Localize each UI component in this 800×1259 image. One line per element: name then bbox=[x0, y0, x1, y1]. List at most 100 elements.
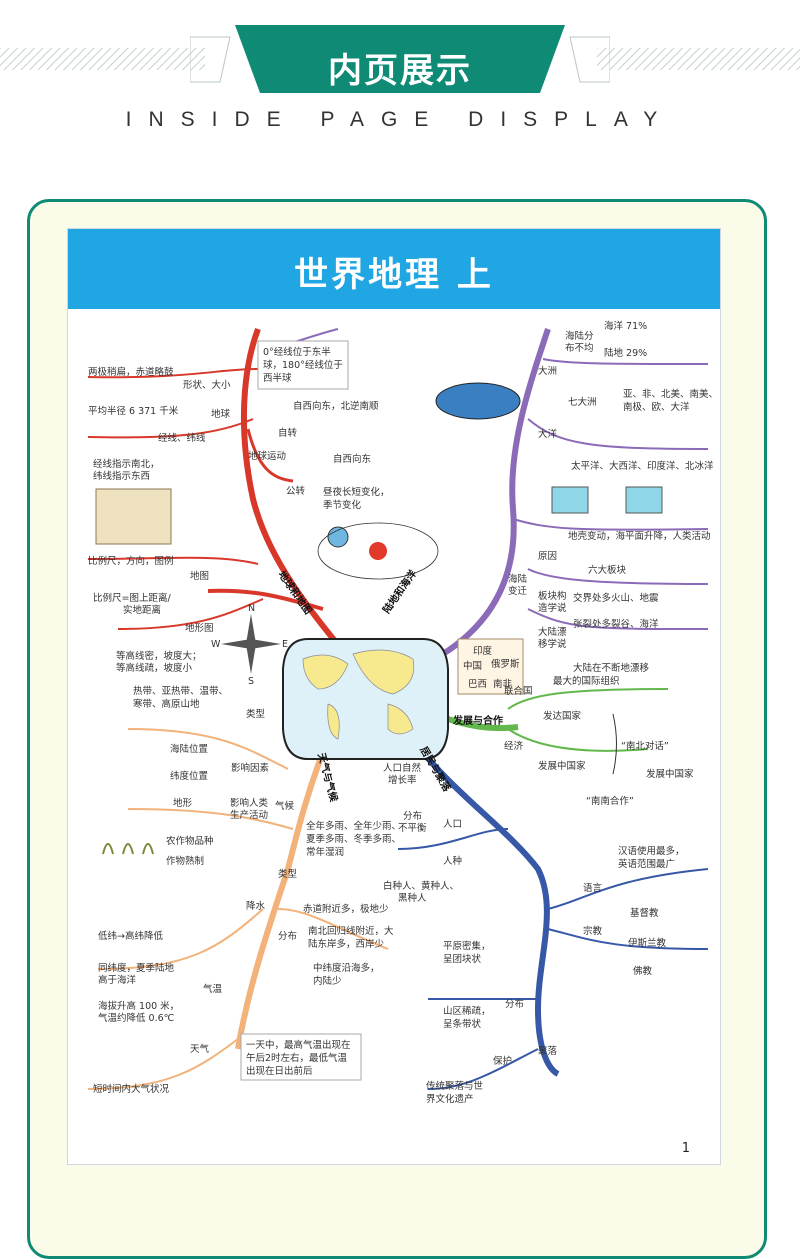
climate-types-1: 热带、亚热带、温带、 bbox=[133, 685, 228, 697]
earth-lines: 经线、纬线 bbox=[158, 432, 206, 444]
tropic-2: 陆东岸多，西岸少 bbox=[308, 938, 385, 950]
right-hatch-decoration bbox=[597, 48, 800, 70]
earth-rotation: 自转 bbox=[278, 427, 298, 439]
mountain-2: 呈条带状 bbox=[443, 1018, 482, 1030]
seven-detail-2: 南极、欧、大洋 bbox=[623, 401, 690, 413]
temp-callout-box bbox=[240, 1033, 362, 1081]
drift-detail: 大陆在不断地漂移 bbox=[573, 662, 650, 674]
continental-drift-icon-a bbox=[551, 486, 589, 514]
terrain-map-node: 地形图 bbox=[185, 622, 214, 634]
earth-lines-detail-1: 经线指示南北， bbox=[93, 458, 160, 470]
contour-1: 等高线密，坡度大； bbox=[116, 650, 202, 662]
map-elements: 比例尺，方向，图例 bbox=[88, 555, 174, 567]
land-sea-branch-line bbox=[441, 328, 551, 657]
midlat-2: 内陆少 bbox=[313, 975, 342, 987]
tropic-1: 南北回归线附近，大 bbox=[308, 925, 394, 937]
plate-india: 印度 bbox=[473, 645, 493, 657]
land-sea-branch-label: 陆地和海洋 bbox=[380, 567, 419, 615]
six-plates: 六大板块 bbox=[588, 564, 627, 576]
left-hatch-decoration bbox=[0, 48, 205, 70]
race-detail-1: 白种人、黄种人、 bbox=[383, 880, 459, 892]
oceans-node: 大洋 bbox=[538, 428, 558, 440]
earth-shape-detail: 两极稍扁，赤道略鼓 bbox=[88, 366, 174, 378]
precip-types-2: 夏季多雨、冬季多雨、 bbox=[306, 833, 401, 845]
plate-china: 中国 bbox=[463, 660, 482, 672]
population-branch-line bbox=[410, 737, 560, 1077]
earth-revolution-effect-2: 季节变化 bbox=[323, 499, 362, 511]
earth-rotation-detail: 自西向东，北逆南顺 bbox=[293, 400, 379, 412]
terrain: 地形 bbox=[173, 797, 193, 809]
drift-1: 大陆漂 bbox=[538, 626, 567, 638]
plain-2: 呈团块状 bbox=[443, 953, 482, 965]
buddhism: 佛教 bbox=[633, 965, 653, 977]
earth-revolution-effect-1: 昼夜长短变化， bbox=[323, 486, 390, 498]
page-title: 世界地理 上 bbox=[294, 255, 494, 295]
mind-map: 地球和地图 陆地和海洋 发展与合作 居民与聚落 天气与气候 两极稍扁，赤道略鼓 … bbox=[87, 320, 718, 1105]
islam: 伊斯兰教 bbox=[628, 937, 667, 949]
temp-alt-1: 海拔升高 100 米， bbox=[98, 1000, 179, 1012]
heritage-1: 传统聚落与世 bbox=[426, 1080, 484, 1092]
plate-boundary: 交界处多火山、地震 bbox=[573, 592, 659, 604]
precip-dist: 分布 bbox=[278, 930, 297, 942]
globe-ocean-icon bbox=[435, 382, 521, 420]
plate-crack: 张裂处多裂谷、海洋 bbox=[573, 618, 659, 630]
world-map-icon bbox=[282, 638, 449, 760]
plate-map-icon: 印度 中国 俄罗斯 巴西 南非 bbox=[457, 638, 524, 695]
population: 人口 bbox=[443, 819, 462, 830]
weather: 天气 bbox=[190, 1043, 210, 1055]
factors: 影响因素 bbox=[231, 762, 270, 774]
map-scale-2: 实地距离 bbox=[123, 604, 161, 616]
crops: 农作物品种 bbox=[166, 835, 214, 847]
compass-w: W bbox=[211, 639, 221, 650]
earth-radius: 平均半径 6 371 千米 bbox=[88, 405, 179, 417]
developed: 发达国家 bbox=[543, 710, 582, 722]
seven-detail-1: 亚、非、北美、南美、 bbox=[623, 388, 718, 400]
temp-lat: 低纬→高纬降低 bbox=[98, 930, 163, 942]
development-branch-label: 发展与合作 bbox=[452, 714, 503, 727]
language-detail-1: 汉语使用最多， bbox=[618, 845, 685, 857]
map-scale-1: 比例尺=图上距离/ bbox=[93, 592, 171, 604]
human-1: 影响人类 bbox=[230, 797, 269, 809]
distribution-2: 布不均 bbox=[565, 342, 594, 354]
plate-brazil: 巴西 bbox=[468, 679, 487, 690]
language: 语言 bbox=[583, 882, 603, 894]
change-2: 变迁 bbox=[508, 585, 528, 597]
seven-continents: 七大洲 bbox=[568, 396, 597, 408]
distribution: 分布 bbox=[505, 998, 524, 1010]
developing2: 发展中国家 bbox=[646, 768, 694, 780]
change-cause: 原因 bbox=[538, 551, 557, 562]
terrain-map-picture bbox=[95, 488, 172, 545]
temperature: 气温 bbox=[203, 983, 223, 995]
map-node: 地图 bbox=[190, 570, 209, 582]
continental-drift-icon-b bbox=[625, 486, 663, 514]
temp-sea-2: 高于海洋 bbox=[98, 974, 137, 986]
equator: 赤道附近多，极地少 bbox=[303, 903, 389, 915]
earth-globe-icon bbox=[327, 526, 349, 548]
earth-callout-2: 球，180°经线位于 bbox=[263, 359, 343, 371]
plate-south-africa: 南非 bbox=[493, 678, 513, 690]
map-branch-line bbox=[207, 588, 324, 611]
climate-types: 类型 bbox=[246, 708, 266, 720]
distribution-1: 海陆分 bbox=[565, 330, 594, 342]
north-south: “南北对话” bbox=[621, 740, 669, 752]
temp-callout-1: 一天中，最高气温出现在 bbox=[246, 1039, 351, 1051]
race: 人种 bbox=[443, 855, 462, 867]
change-1: 海陆 bbox=[508, 573, 528, 585]
motion-branch-line bbox=[246, 428, 294, 483]
earth-branch-line bbox=[240, 327, 361, 671]
heritage-2: 界文化遗产 bbox=[426, 1093, 474, 1105]
climate-node: 气候 bbox=[275, 800, 295, 812]
language-detail-2: 英语范围最广 bbox=[618, 858, 675, 870]
midlat-1: 中纬度沿海多， bbox=[313, 962, 380, 974]
precip-types: 类型 bbox=[278, 868, 298, 880]
human-2: 生产活动 bbox=[230, 809, 268, 821]
page-header: 世界地理 上 bbox=[68, 229, 720, 309]
earth-node: 地球 bbox=[211, 408, 231, 420]
development-branch-line bbox=[447, 716, 519, 732]
climate-branch-line bbox=[235, 737, 331, 1050]
plate-russia: 俄罗斯 bbox=[491, 658, 520, 670]
drift-2: 移学说 bbox=[538, 638, 567, 650]
earth-callout-1: 0°经线位于东半 bbox=[263, 346, 331, 358]
protect: 保护 bbox=[493, 1055, 512, 1067]
earth-motion: 地球运动 bbox=[248, 450, 286, 462]
